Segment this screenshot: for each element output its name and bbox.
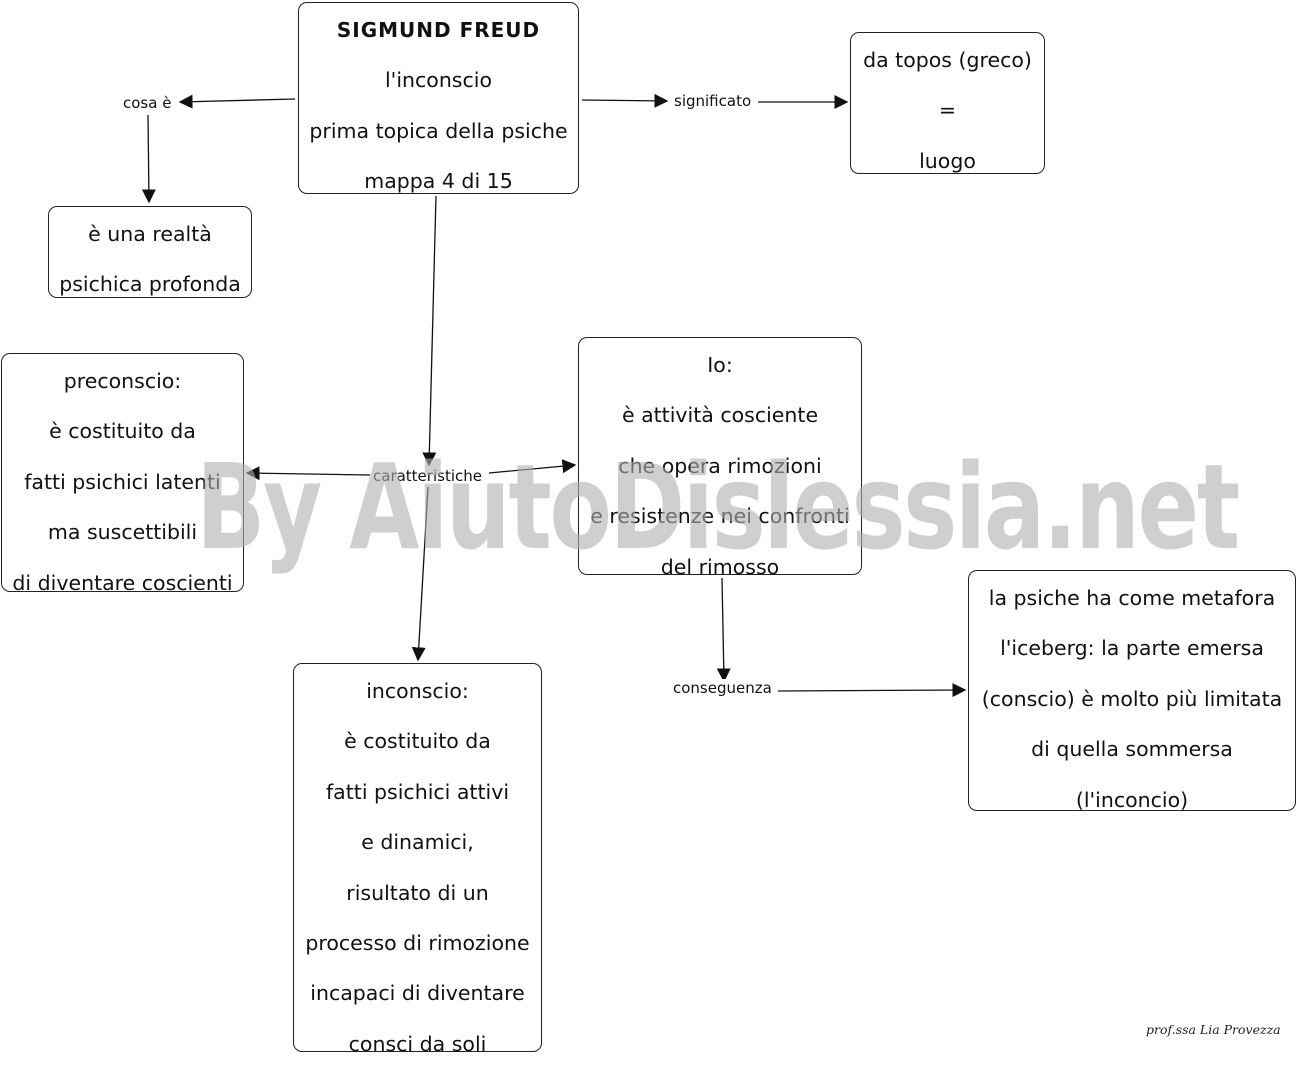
iceberg-node-line: (conscio) è molto più limitata	[981, 686, 1283, 711]
inconscio-node-line: e dinamici,	[361, 830, 474, 855]
realta-node-line: è una realtà	[88, 222, 212, 246]
io-node-line: Io:	[707, 353, 733, 377]
link-label-significato: significato	[672, 92, 754, 110]
edge-caratteristiche-to-inconscio	[411, 486, 429, 662]
preconscio-node-box: preconscio: è costituito da fatti psichi…	[1, 353, 244, 595]
edge-io-to-conseguenza	[716, 577, 731, 683]
edge-caratteristiche-to-io	[488, 459, 577, 474]
iceberg-node-line: l'iceberg: la parte emersa	[1000, 636, 1264, 661]
topos-node-line: =	[938, 98, 957, 123]
preconscio-node-line: ma suscettibili	[47, 520, 198, 545]
edge-caratteristiche-to-preconscio	[245, 466, 371, 481]
main-node-line: mappa 4 di 15	[364, 169, 513, 194]
topos-node-line: luogo	[919, 148, 976, 173]
io-node-line: che opera rimozioni	[618, 453, 822, 478]
main-node-title: SIGMUND FREUD	[336, 18, 541, 42]
realta-node-box: è una realtà psichica profonda	[48, 206, 252, 298]
io-node-line: e resistenze nei confronti	[590, 504, 850, 529]
iceberg-node-line: (l'inconcio)	[1075, 787, 1189, 812]
io-node-line: del rimosso	[660, 554, 780, 579]
link-label-caratteristiche: caratteristiche	[371, 467, 484, 485]
main-node-line: l'inconscio	[384, 68, 492, 93]
topos-node-box: da topos (greco) = luogo	[850, 32, 1045, 174]
inconscio-node-line: inconscio:	[366, 679, 469, 703]
io-node-box: Io: è attività cosciente che opera rimoz…	[578, 337, 862, 579]
inconscio-node-line: fatti psichici attivi	[325, 779, 510, 804]
preconscio-node-line: è costituito da	[49, 419, 196, 444]
main-node-line: prima topica della psiche	[309, 118, 568, 143]
edge-main-to-caratteristiche	[422, 195, 437, 467]
iceberg-node-line: di quella sommersa	[1031, 737, 1233, 762]
inconscio-node-line: incapaci di diventare	[310, 981, 525, 1006]
preconscio-node-line: di diventare coscienti	[12, 570, 233, 595]
iceberg-node-box: la psiche ha come metafora l'iceberg: la…	[968, 570, 1296, 812]
link-label-conseguenza: conseguenza	[671, 679, 774, 697]
inconscio-node-line: processo di rimozione	[305, 931, 530, 956]
iceberg-node-line: la psiche ha come metafora	[988, 586, 1276, 610]
inconscio-node-line: è costituito da	[344, 729, 491, 754]
topos-node-line: da topos (greco)	[863, 48, 1032, 72]
edge-main-to-cosa-e	[178, 94, 296, 109]
edge-conseguenza-to-iceberg	[777, 683, 967, 698]
preconscio-node-line: fatti psichici latenti	[24, 469, 221, 494]
inconscio-node-box: inconscio: è costituito da fatti psichic…	[293, 663, 542, 1056]
main-node-box: SIGMUND FREUD l'inconscio prima topica d…	[298, 2, 579, 194]
author-signature: prof.ssa Lia Provezza	[1146, 1022, 1281, 1037]
edge-cosa-e-to-realta	[141, 114, 156, 204]
inconscio-node-line: risultato di un	[346, 880, 489, 905]
link-label-cosa-e: cosa è	[121, 94, 174, 112]
inconscio-node-line: consci da soli	[348, 1031, 487, 1056]
preconscio-node-line: preconscio:	[63, 369, 182, 393]
io-node-line: è attività cosciente	[621, 403, 819, 428]
edge-main-to-significato	[581, 93, 669, 108]
realta-node-line: psichica profonda	[59, 272, 241, 297]
